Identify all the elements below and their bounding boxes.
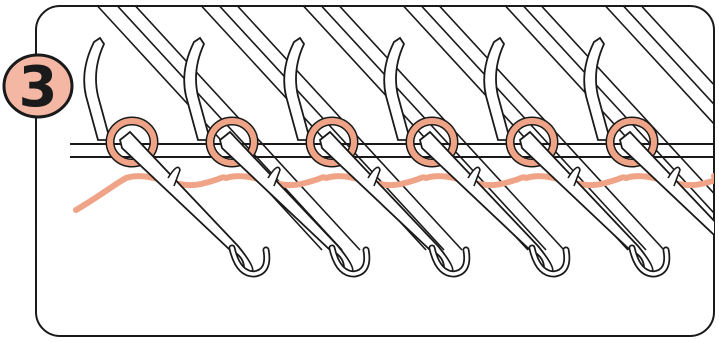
step-number: 3 [19,55,58,120]
